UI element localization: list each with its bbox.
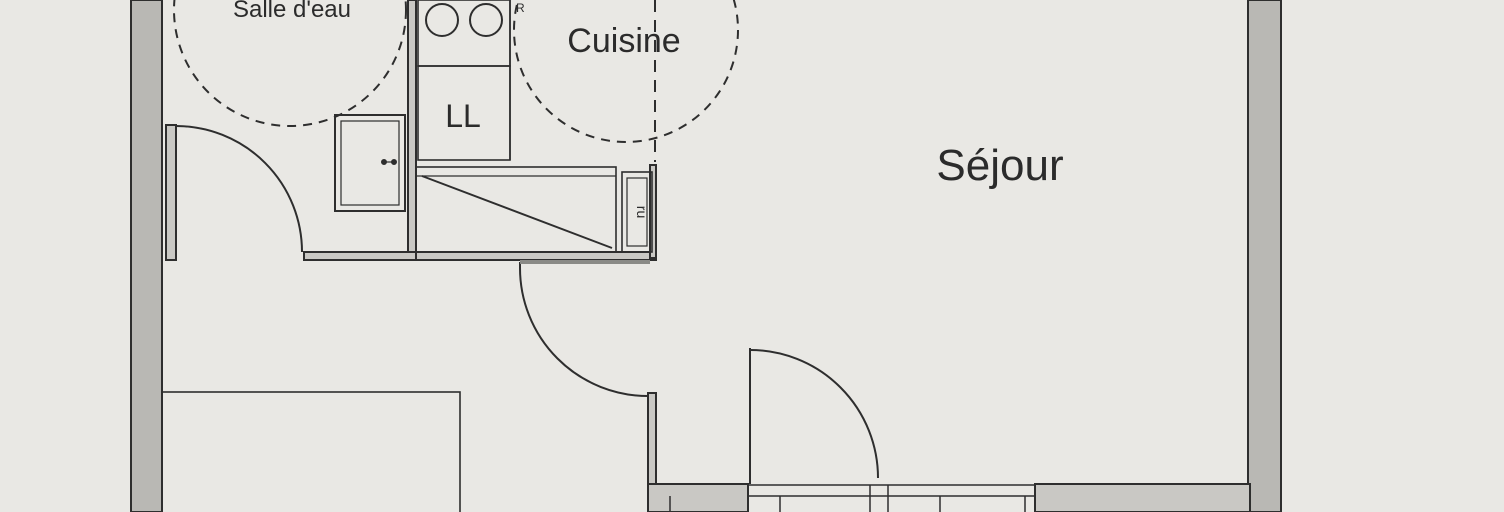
bath-turning-circle [173, 0, 407, 127]
doors [175, 125, 879, 484]
right-wall [1247, 0, 1282, 512]
label-salle-deau: Salle d'eau [233, 0, 351, 23]
washbasin [334, 114, 406, 212]
corridor-wall [647, 392, 657, 489]
window [669, 484, 1036, 512]
left-wall [130, 0, 163, 512]
sejour-bottom-wall-left [647, 483, 749, 512]
hob-burner-left [425, 3, 459, 37]
partition-kitchen-bottom [415, 251, 657, 261]
label-frigo: ru [634, 206, 650, 218]
kitchen-turning-circle [513, 0, 739, 143]
sejour-bottom-wall-right [1034, 483, 1251, 512]
partition-bath-jamb [165, 124, 177, 261]
sejour-door-swing [749, 349, 879, 479]
exterior-walls [130, 0, 1282, 512]
partition-kitchen-right [649, 164, 657, 259]
label-ll: LL [445, 98, 481, 134]
label-cuisine: Cuisine [567, 22, 680, 60]
corridor-door-swing [519, 267, 649, 397]
bed [161, 391, 461, 512]
hob-burner-right [469, 3, 503, 37]
svg-text:R: R [516, 1, 525, 15]
partition-bath-kitchen [407, 0, 417, 259]
fixtures: R [161, 0, 739, 512]
washing-machine-unit [417, 65, 511, 161]
interior-walls [165, 0, 1251, 512]
kitchen-counter [415, 166, 617, 253]
partition-bath-bottom [303, 251, 417, 261]
bath-door-swing [175, 125, 303, 253]
label-sejour: Séjour [936, 141, 1063, 190]
fridge [621, 171, 653, 253]
